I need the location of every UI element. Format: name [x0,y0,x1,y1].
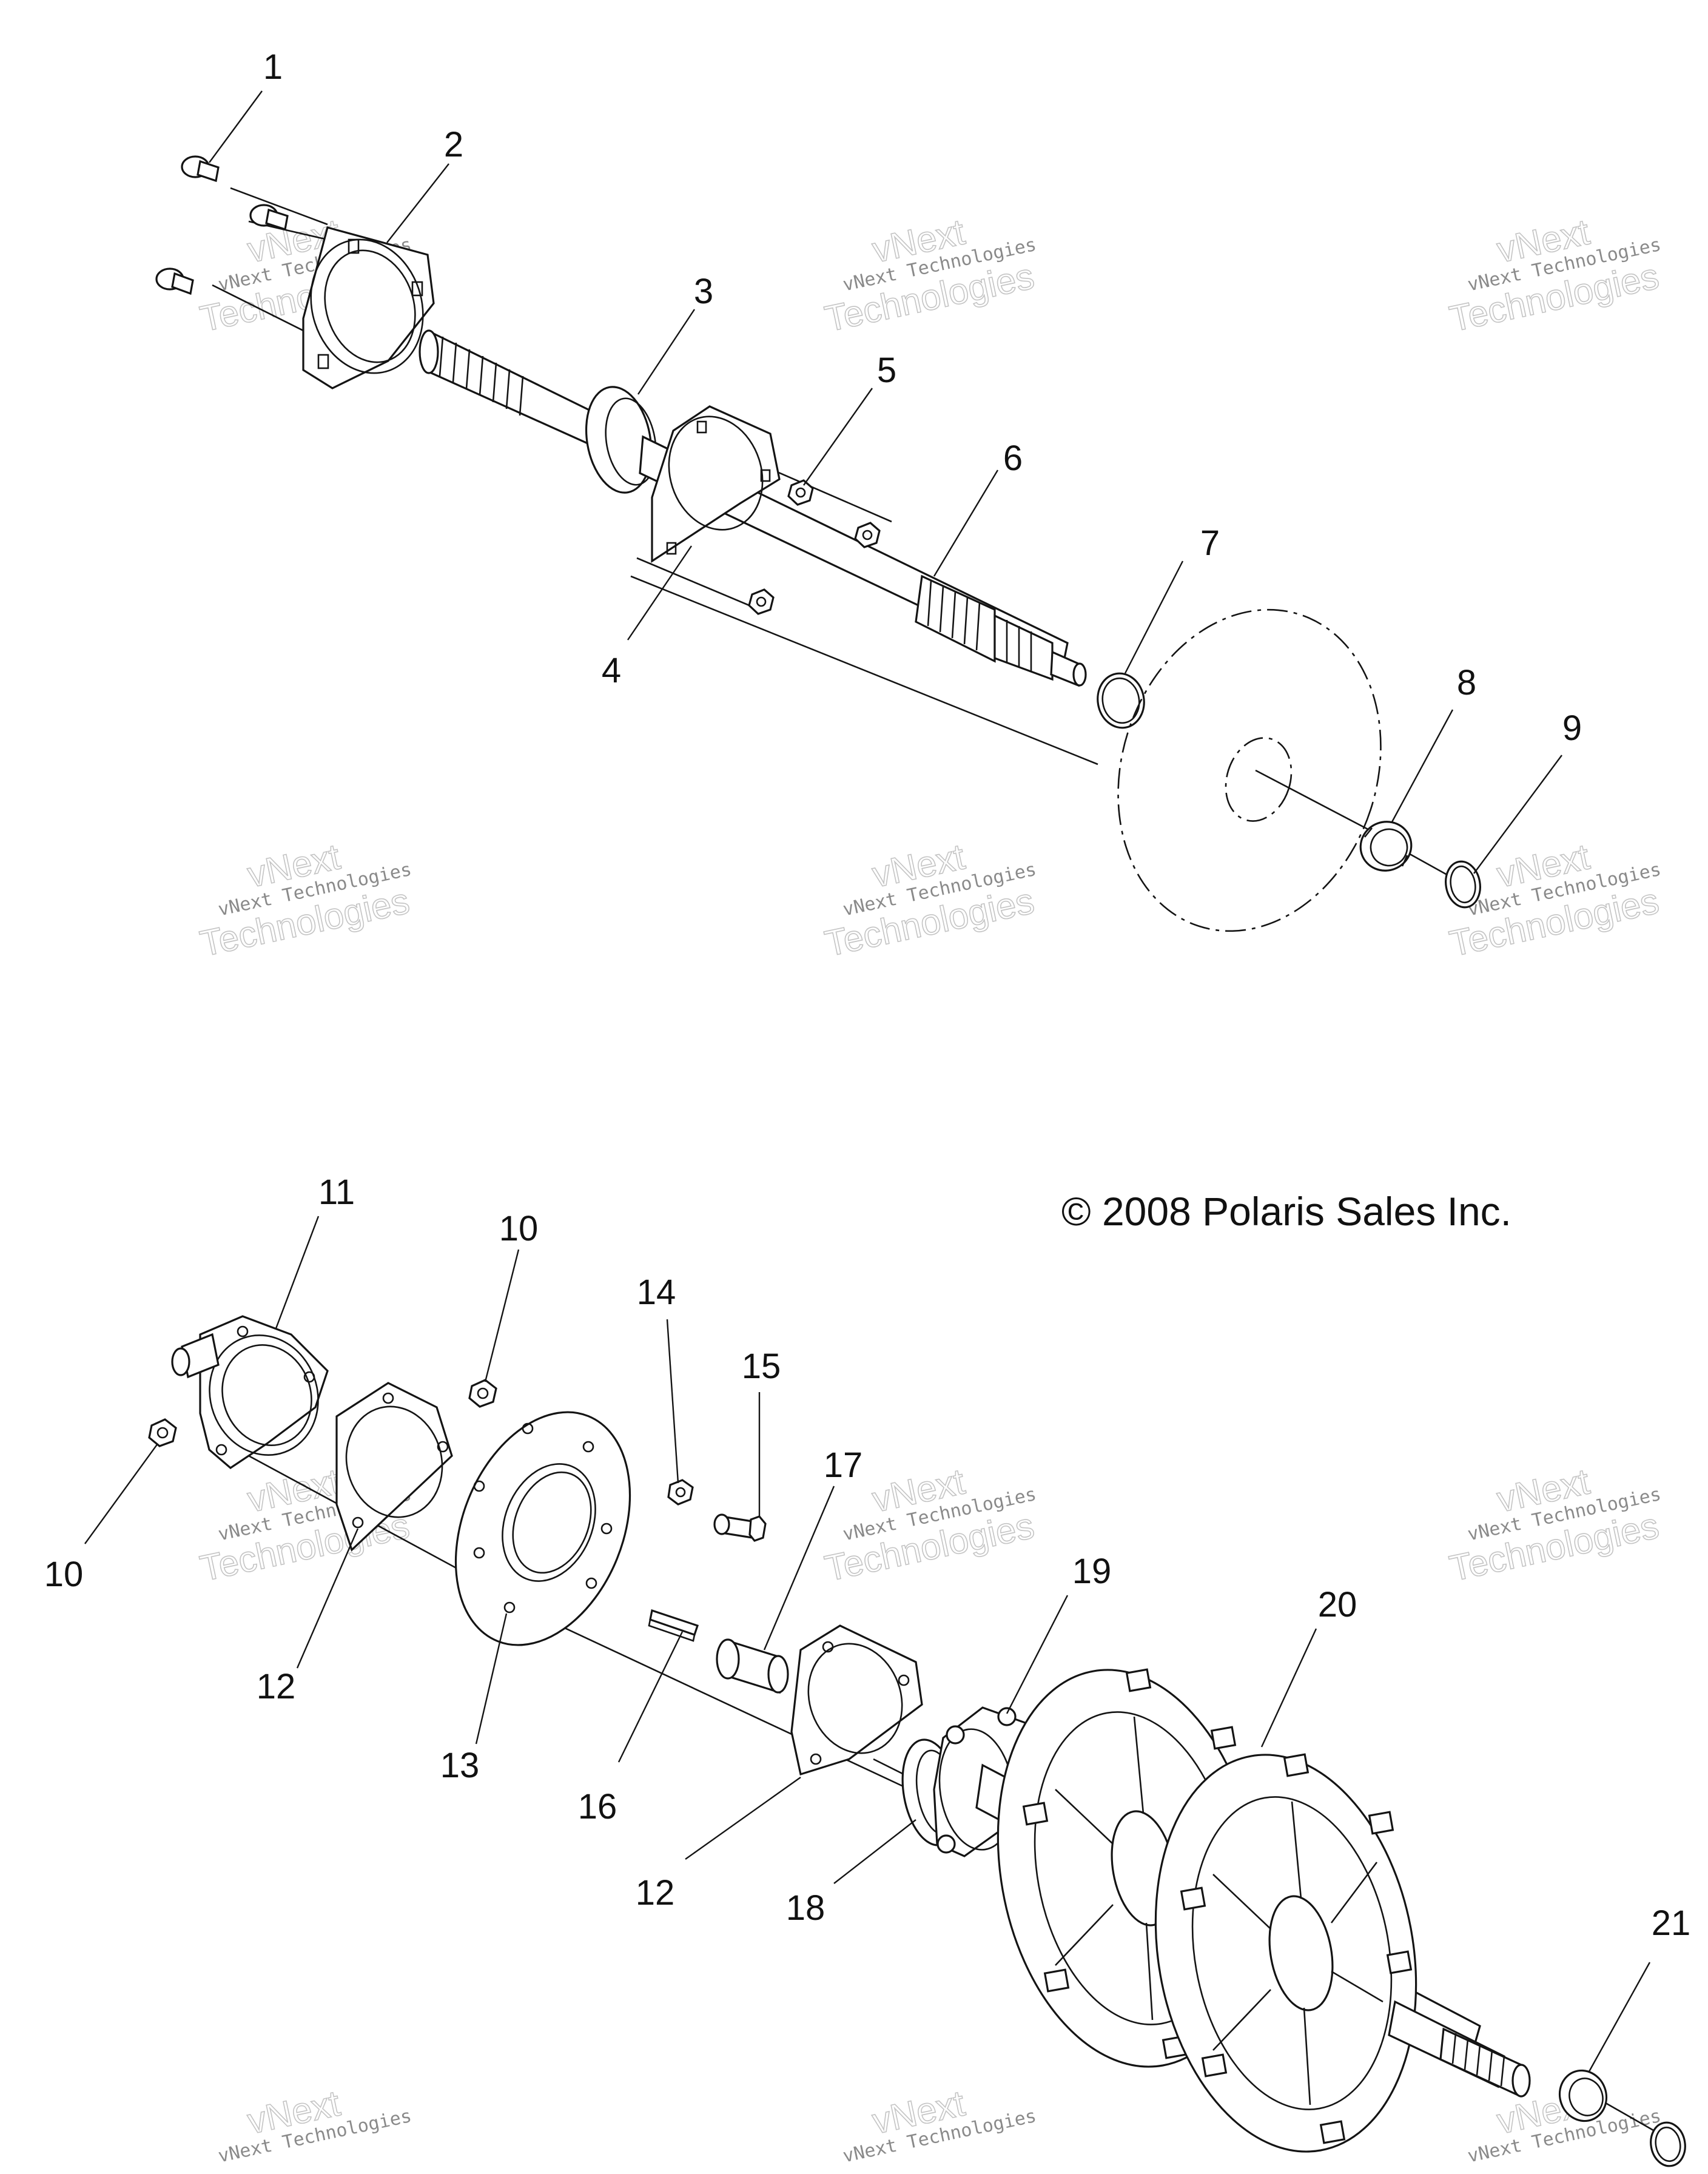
callout-18: 18 [786,1888,825,1928]
watermark: vNext vNext Technologies Technologies [1445,210,1663,340]
bottom-assembly [148,1315,1686,2167]
axle-spline-end [1388,2000,1531,2098]
callout-1: 1 [263,47,283,87]
watermark-layer: vNext vNext Technologies Technologies vN… [196,210,1663,2167]
callout-2: 2 [444,125,463,164]
watermark: vNext vNext Technologies Technologies [196,835,413,964]
callout-21: 21 [1652,1903,1691,1943]
callout-4: 4 [602,651,621,690]
callout-15: 15 [742,1347,781,1386]
callout-5: 5 [877,351,896,390]
callout-9: 9 [1562,708,1582,748]
nut-part-14 [667,1479,694,1506]
callout-16: 16 [578,1787,617,1826]
bottom-leaders [84,1216,1651,2072]
copyright-text: © 2008 Polaris Sales Inc. [1061,1189,1511,1234]
callout-3: 3 [694,272,713,311]
axis-line [630,575,1098,766]
callout-17: 17 [824,1445,863,1485]
round-flange-part-13 [454,1411,631,1646]
bearing-part-8 [1359,821,1413,872]
axis-line [230,187,328,226]
flange-bearing-part-11 [171,1315,329,1470]
key-part-16 [648,1609,699,1642]
callout-8: 8 [1457,663,1476,702]
phantom-disc [1117,608,1382,932]
watermark: vNext vNext Technologies Technologies [1445,1460,1663,1589]
bolt-part-1 [155,155,289,295]
gasket-part-12 [335,1382,453,1552]
bolt-part-15 [713,1513,767,1542]
axis-line [212,284,310,335]
callout-10: 10 [44,1555,84,1594]
callout-19: 19 [1072,1552,1112,1591]
callout-12: 12 [257,1667,296,1706]
callout-12: 12 [636,1873,675,1913]
sprocket-part-20b [1154,1753,1417,2153]
bearing-part-21 [1558,2069,1686,2167]
bearing-flange-part-2 [302,226,435,389]
top-assembly [155,155,1481,932]
top-leaders [209,90,1562,874]
flange-plate-part-4 [651,405,781,563]
callout-20: 20 [1318,1585,1357,1624]
callout-13: 13 [440,1746,480,1785]
callout-11: 11 [318,1173,355,1212]
nut-part-5 [748,479,881,615]
watermark: vNext vNext Technologies Technologies [821,835,1038,964]
callout-10: 10 [499,1209,539,1248]
gasket-part-12-right [790,1624,923,1776]
callout-7: 7 [1200,523,1220,563]
axis-line [636,557,753,608]
shaft-spline-part-6 [915,574,1087,687]
callout-labels: 1 2 3 4 5 6 7 8 9 11 10 10 14 15 17 19 2… [44,47,1691,1943]
retaining-ring-part-7 [1097,672,1145,729]
watermark: vNext vNext Technologies [841,2082,1038,2167]
axis-line [1255,769,1384,838]
callout-14: 14 [637,1273,676,1312]
bushing-part-17 [716,1638,789,1694]
watermark: vNext vNext Technologies Technologies [821,210,1038,340]
watermark: vNext vNext Technologies [216,2082,413,2167]
callout-6: 6 [1003,439,1023,478]
